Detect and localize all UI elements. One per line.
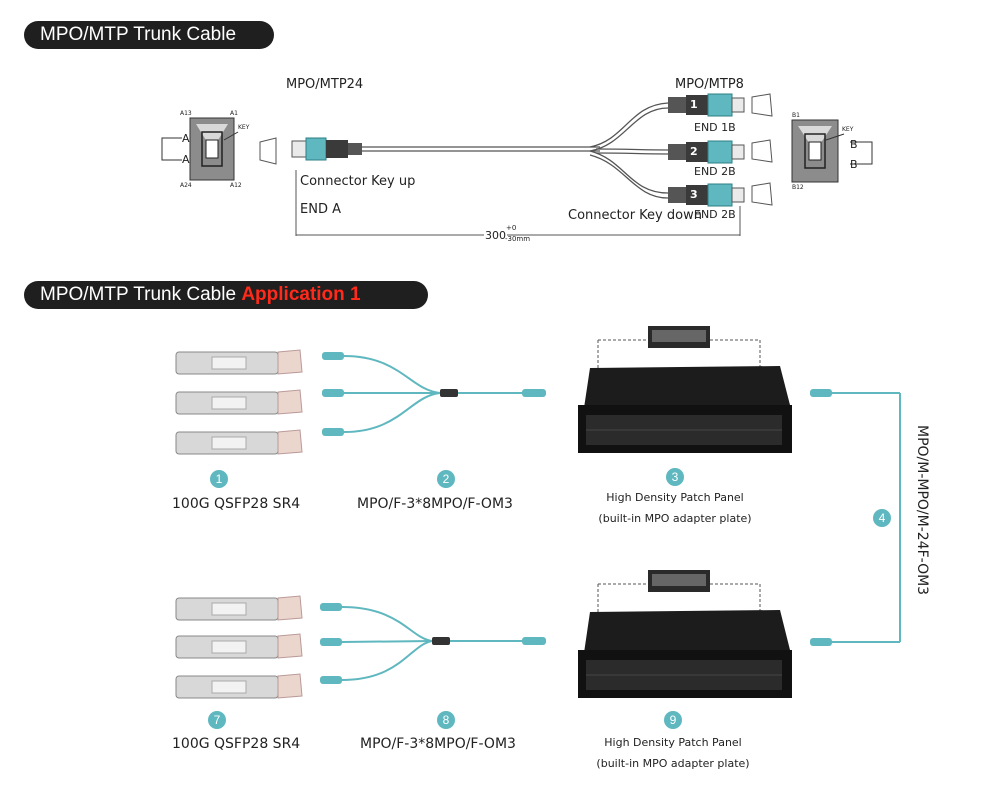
item-sublabel-panel-1: (built-in MPO adapter plate) — [598, 512, 752, 525]
fanout-cable-row-1 — [322, 352, 546, 436]
fanout-cable-row-2 — [320, 603, 546, 684]
item-number-1: 1 — [210, 470, 228, 488]
end-a-label: END A — [300, 202, 341, 217]
patch-panel-row-2 — [578, 570, 792, 698]
item-number-9: 9 — [664, 711, 682, 729]
bracket-b — [850, 141, 873, 165]
section-title-text: MPO/MTP Trunk Cable — [40, 24, 237, 45]
trunk-cable-link — [810, 389, 901, 646]
mpo-face-a — [189, 117, 239, 181]
mtp8-connector-3 — [668, 183, 745, 207]
connector-key-up-label: Connector Key up — [300, 174, 416, 189]
branch-number-3: 3 — [690, 188, 698, 201]
key-label-a: KEY — [238, 124, 250, 131]
qsfp-modules-row-1 — [175, 349, 303, 455]
length-value: 300 — [484, 229, 507, 242]
section-title-text: MPO/MTP Trunk Cable — [40, 284, 237, 305]
item-label-panel-2: High Density Patch Panel — [604, 736, 742, 749]
mtp8-connector-1 — [668, 93, 745, 117]
mtp24-label: MPO/MTP24 — [286, 77, 364, 92]
bracket-a — [161, 137, 182, 161]
end-1b-label: END 1B — [694, 121, 736, 134]
section-title-trunk-cable: MPO/MTP Trunk Cable — [24, 21, 274, 49]
mtp8-label: MPO/MTP8 — [675, 77, 744, 92]
side-label-b-bottom: B — [850, 158, 858, 171]
length-dimension — [295, 170, 741, 236]
item-label-qsfp-1: 100G QSFP28 SR4 — [172, 496, 301, 512]
side-label-b-top: B — [850, 138, 858, 151]
branch-number-2: 2 — [690, 145, 698, 158]
length-tolerance-bottom: -30mm — [505, 235, 531, 243]
dust-cap-left — [259, 137, 277, 165]
dust-caps-right — [751, 93, 773, 206]
item-sublabel-panel-2: (built-in MPO adapter plate) — [596, 757, 750, 770]
pin-label-a24: A24 — [180, 182, 192, 189]
qsfp-modules-row-2 — [175, 595, 303, 699]
item-number-7: 7 — [208, 711, 226, 729]
pin-label-a13: A13 — [180, 110, 192, 117]
patch-panel-row-1 — [578, 326, 792, 453]
item-number-3: 3 — [666, 468, 684, 486]
branch-number-1: 1 — [690, 98, 698, 111]
mtp24-connector — [291, 137, 362, 161]
pin-label-b12: B12 — [792, 184, 804, 191]
item-label-panel-1: High Density Patch Panel — [606, 491, 744, 504]
section-title-application: MPO/MTP Trunk Cable Application 1 — [24, 281, 428, 309]
side-label-a-top: A — [182, 132, 190, 145]
item-number-2: 2 — [437, 470, 455, 488]
key-label-b: KEY — [842, 126, 854, 133]
item-number-8: 8 — [437, 711, 455, 729]
side-label-a-bottom: A — [182, 153, 190, 166]
item-label-fanout-2: MPO/F-3*8MPO/F-OM3 — [360, 736, 516, 752]
end-2b-lower-label: END 2B — [694, 208, 736, 221]
mpo-face-b — [791, 119, 845, 183]
pin-label-a1: A1 — [230, 110, 238, 117]
item-label-fanout-1: MPO/F-3*8MPO/F-OM3 — [357, 496, 513, 512]
item-number-4: 4 — [873, 509, 891, 527]
trunk-cable — [362, 102, 669, 199]
end-2b-label: END 2B — [694, 165, 736, 178]
pin-label-b1: B1 — [792, 112, 800, 119]
item-label-qsfp-2: 100G QSFP28 SR4 — [172, 736, 301, 752]
length-tolerance-top: +0 — [506, 224, 517, 232]
pin-label-a12: A12 — [230, 182, 242, 189]
item-label-trunk: MPO/M-MPO/M-24F-OM3 — [914, 425, 930, 596]
mtp8-connector-2 — [668, 140, 745, 164]
connector-key-down-label: Connector Key down — [568, 208, 702, 223]
section-title-accent: Application 1 — [241, 284, 361, 305]
